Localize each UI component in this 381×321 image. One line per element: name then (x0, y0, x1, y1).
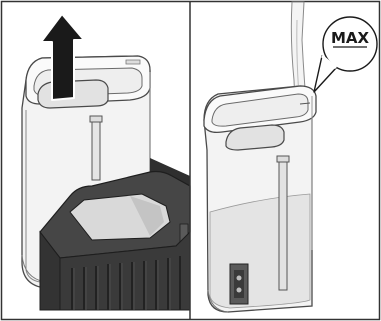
water-tank-right (204, 86, 316, 312)
valve-icon (230, 264, 248, 304)
max-label: MAX (331, 29, 370, 47)
water-level (210, 194, 310, 308)
